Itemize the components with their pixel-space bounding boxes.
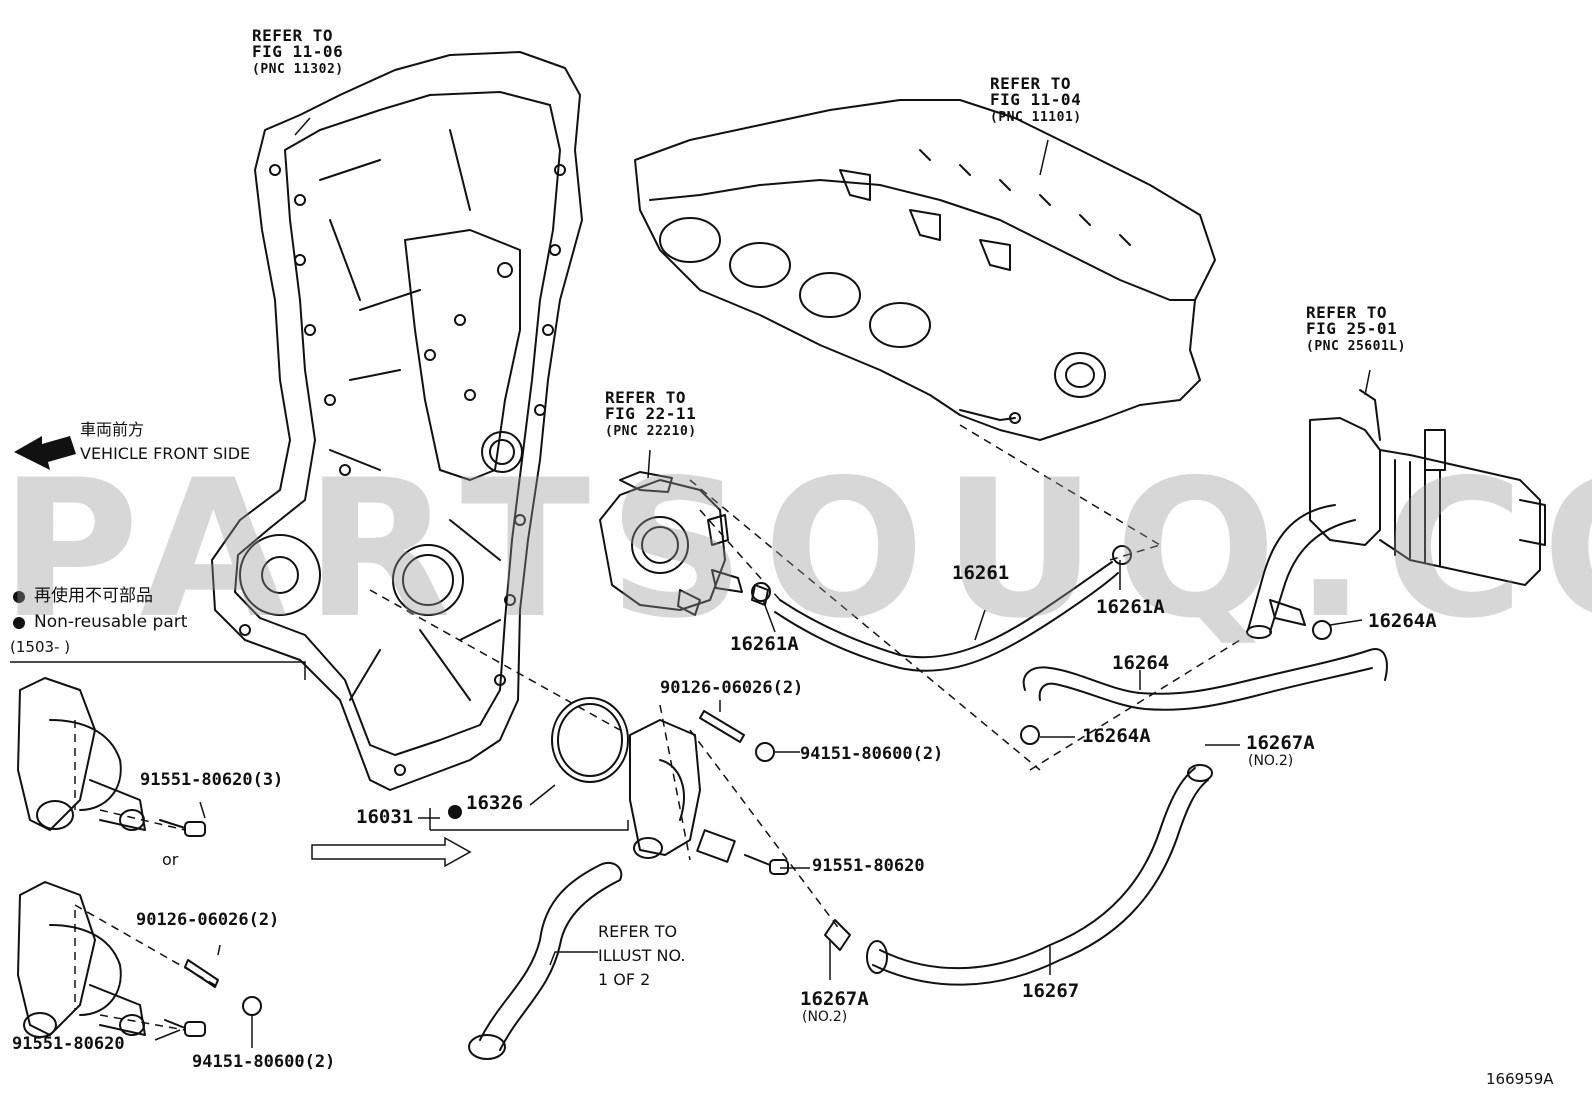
part-16264A-lower[interactable]: 16264A <box>1082 725 1151 747</box>
part-91551-left-top[interactable]: 91551-80620(3) <box>140 770 284 790</box>
part-16267A-right-no: (NO.2) <box>1248 753 1294 769</box>
part-16261[interactable]: 16261 <box>952 562 1010 584</box>
part-16326[interactable]: 16326 <box>466 792 524 814</box>
ref-egr-cooler[interactable]: REFER TO FIG 25-01 (PNC 25601L) <box>1306 303 1406 354</box>
gasket-16326 <box>551 697 629 783</box>
legend-date-range: (1503- ) <box>10 638 71 656</box>
ref-cylinder-head[interactable]: REFER TO FIG 11-04 (PNC 11101) <box>990 74 1082 125</box>
ref-egr-cooler-line1: REFER TO <box>1306 303 1388 322</box>
illustration-id: 166959A <box>1486 1070 1554 1088</box>
ref-timing-cover-line1: REFER TO <box>252 26 334 45</box>
ref-illust-line2: ILLUST NO. <box>598 946 686 965</box>
ref-illust-line3: 1 OF 2 <box>598 970 651 989</box>
part-94151-center[interactable]: 94151-80600(2) <box>800 744 944 764</box>
timing-cover-drawing <box>211 51 583 791</box>
hose-16264 <box>1022 648 1388 695</box>
ref-illust[interactable]: REFER TO ILLUST NO. 1 OF 2 <box>598 920 685 992</box>
part-16267A-right[interactable]: 16267A <box>1246 732 1315 754</box>
hose-refer-illust <box>479 861 623 1051</box>
cylinder-head-drawing <box>634 99 1216 441</box>
vehicle-front-jp: 車両前方 <box>80 420 145 439</box>
vehicle-front-label: 車両前方 VEHICLE FRONT SIDE <box>80 418 250 466</box>
ref-timing-cover[interactable]: REFER TO FIG 11-06 (PNC 11302) <box>252 26 344 77</box>
part-16261A-left[interactable]: 16261A <box>730 633 799 655</box>
ref-throttle-body-line1: REFER TO <box>605 388 687 407</box>
ref-cylinder-head-pnc: (PNC 11101) <box>990 110 1082 125</box>
water-inlet-center-drawing <box>629 719 736 863</box>
part-16261A-right[interactable]: 16261A <box>1096 596 1165 618</box>
part-90126-left[interactable]: 90126-06026(2) <box>136 910 280 930</box>
ref-timing-cover-pnc: (PNC 11302) <box>252 62 344 77</box>
part-16264A-right[interactable]: 16264A <box>1368 610 1437 632</box>
front-direction-arrow <box>14 436 76 470</box>
hose-16261 <box>779 561 1113 659</box>
part-16267A-bottom[interactable]: 16267A <box>800 988 869 1010</box>
ref-throttle-body-line2: FIG 22-11 <box>605 404 697 423</box>
water-inlet-left-a-drawing <box>17 677 146 831</box>
open-arrow <box>311 836 472 868</box>
part-16264[interactable]: 16264 <box>1112 652 1170 674</box>
ref-throttle-body[interactable]: REFER TO FIG 22-11 (PNC 22210) <box>605 388 697 439</box>
part-90126-center[interactable]: 90126-06026(2) <box>660 678 804 698</box>
ref-cylinder-head-line2: FIG 11-04 <box>990 90 1082 109</box>
legend-en: Non-reusable part <box>34 612 188 632</box>
ref-throttle-body-pnc: (PNC 22210) <box>605 424 697 439</box>
egr-cooler-drawing <box>1246 389 1546 639</box>
part-16267[interactable]: 16267 <box>1022 980 1080 1002</box>
or-label: or <box>162 850 179 869</box>
ref-egr-cooler-pnc: (PNC 25601L) <box>1306 339 1406 354</box>
throttle-body-drawing <box>599 471 769 616</box>
legend-jp: 再使用不可部品 <box>34 586 153 606</box>
part-16267A-bottom-no: (NO.2) <box>802 1009 848 1025</box>
fasteners <box>159 545 1332 1037</box>
ref-timing-cover-line2: FIG 11-06 <box>252 42 344 61</box>
water-inlet-left-b-drawing <box>17 881 146 1038</box>
hose-16267 <box>879 767 1196 970</box>
part-16031[interactable]: 16031 <box>356 806 414 828</box>
ref-cylinder-head-line1: REFER TO <box>990 74 1072 93</box>
ref-illust-line1: REFER TO <box>598 922 678 941</box>
vehicle-front-en: VEHICLE FRONT SIDE <box>80 444 251 463</box>
ref-egr-cooler-line2: FIG 25-01 <box>1306 319 1398 338</box>
part-91551-left-bottom[interactable]: 91551-80620 <box>12 1034 125 1054</box>
part-91551-center[interactable]: 91551-80620 <box>812 856 925 876</box>
part-94151-left[interactable]: 94151-80600(2) <box>192 1052 336 1072</box>
